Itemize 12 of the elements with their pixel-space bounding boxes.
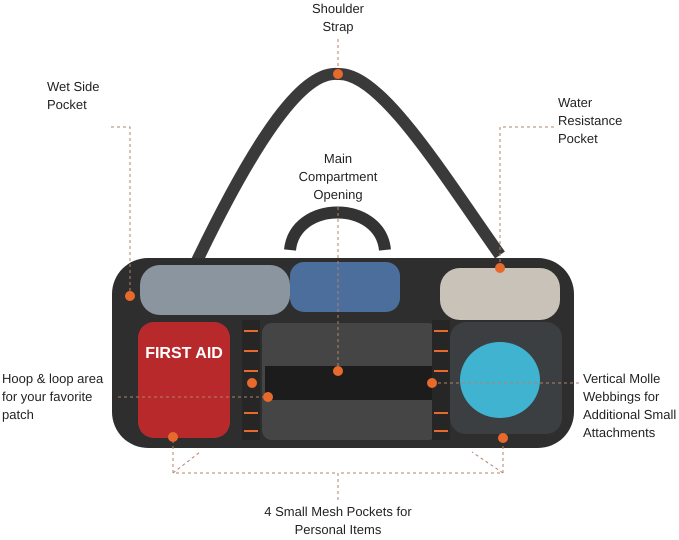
callout-label: Main Compartment Opening bbox=[283, 150, 393, 204]
callout-label: 4 Small Mesh Pockets for Personal Items bbox=[263, 503, 413, 539]
callout-label: Vertical Molle Webbings for Additional Small Attachments bbox=[583, 370, 679, 442]
callout-label: Hoop & loop area for your favorite patch bbox=[2, 370, 114, 424]
leader-line bbox=[500, 126, 554, 264]
callout-label: Shoulder Strap bbox=[300, 0, 376, 36]
pouch-text: FIRST AID bbox=[145, 345, 223, 363]
callout-label: Water Resistance Pocket bbox=[558, 94, 638, 148]
callout-label: Wet Side Pocket bbox=[47, 78, 107, 114]
leader-line bbox=[110, 126, 130, 292]
leader-line bbox=[436, 382, 580, 384]
leader-line bbox=[118, 396, 264, 398]
